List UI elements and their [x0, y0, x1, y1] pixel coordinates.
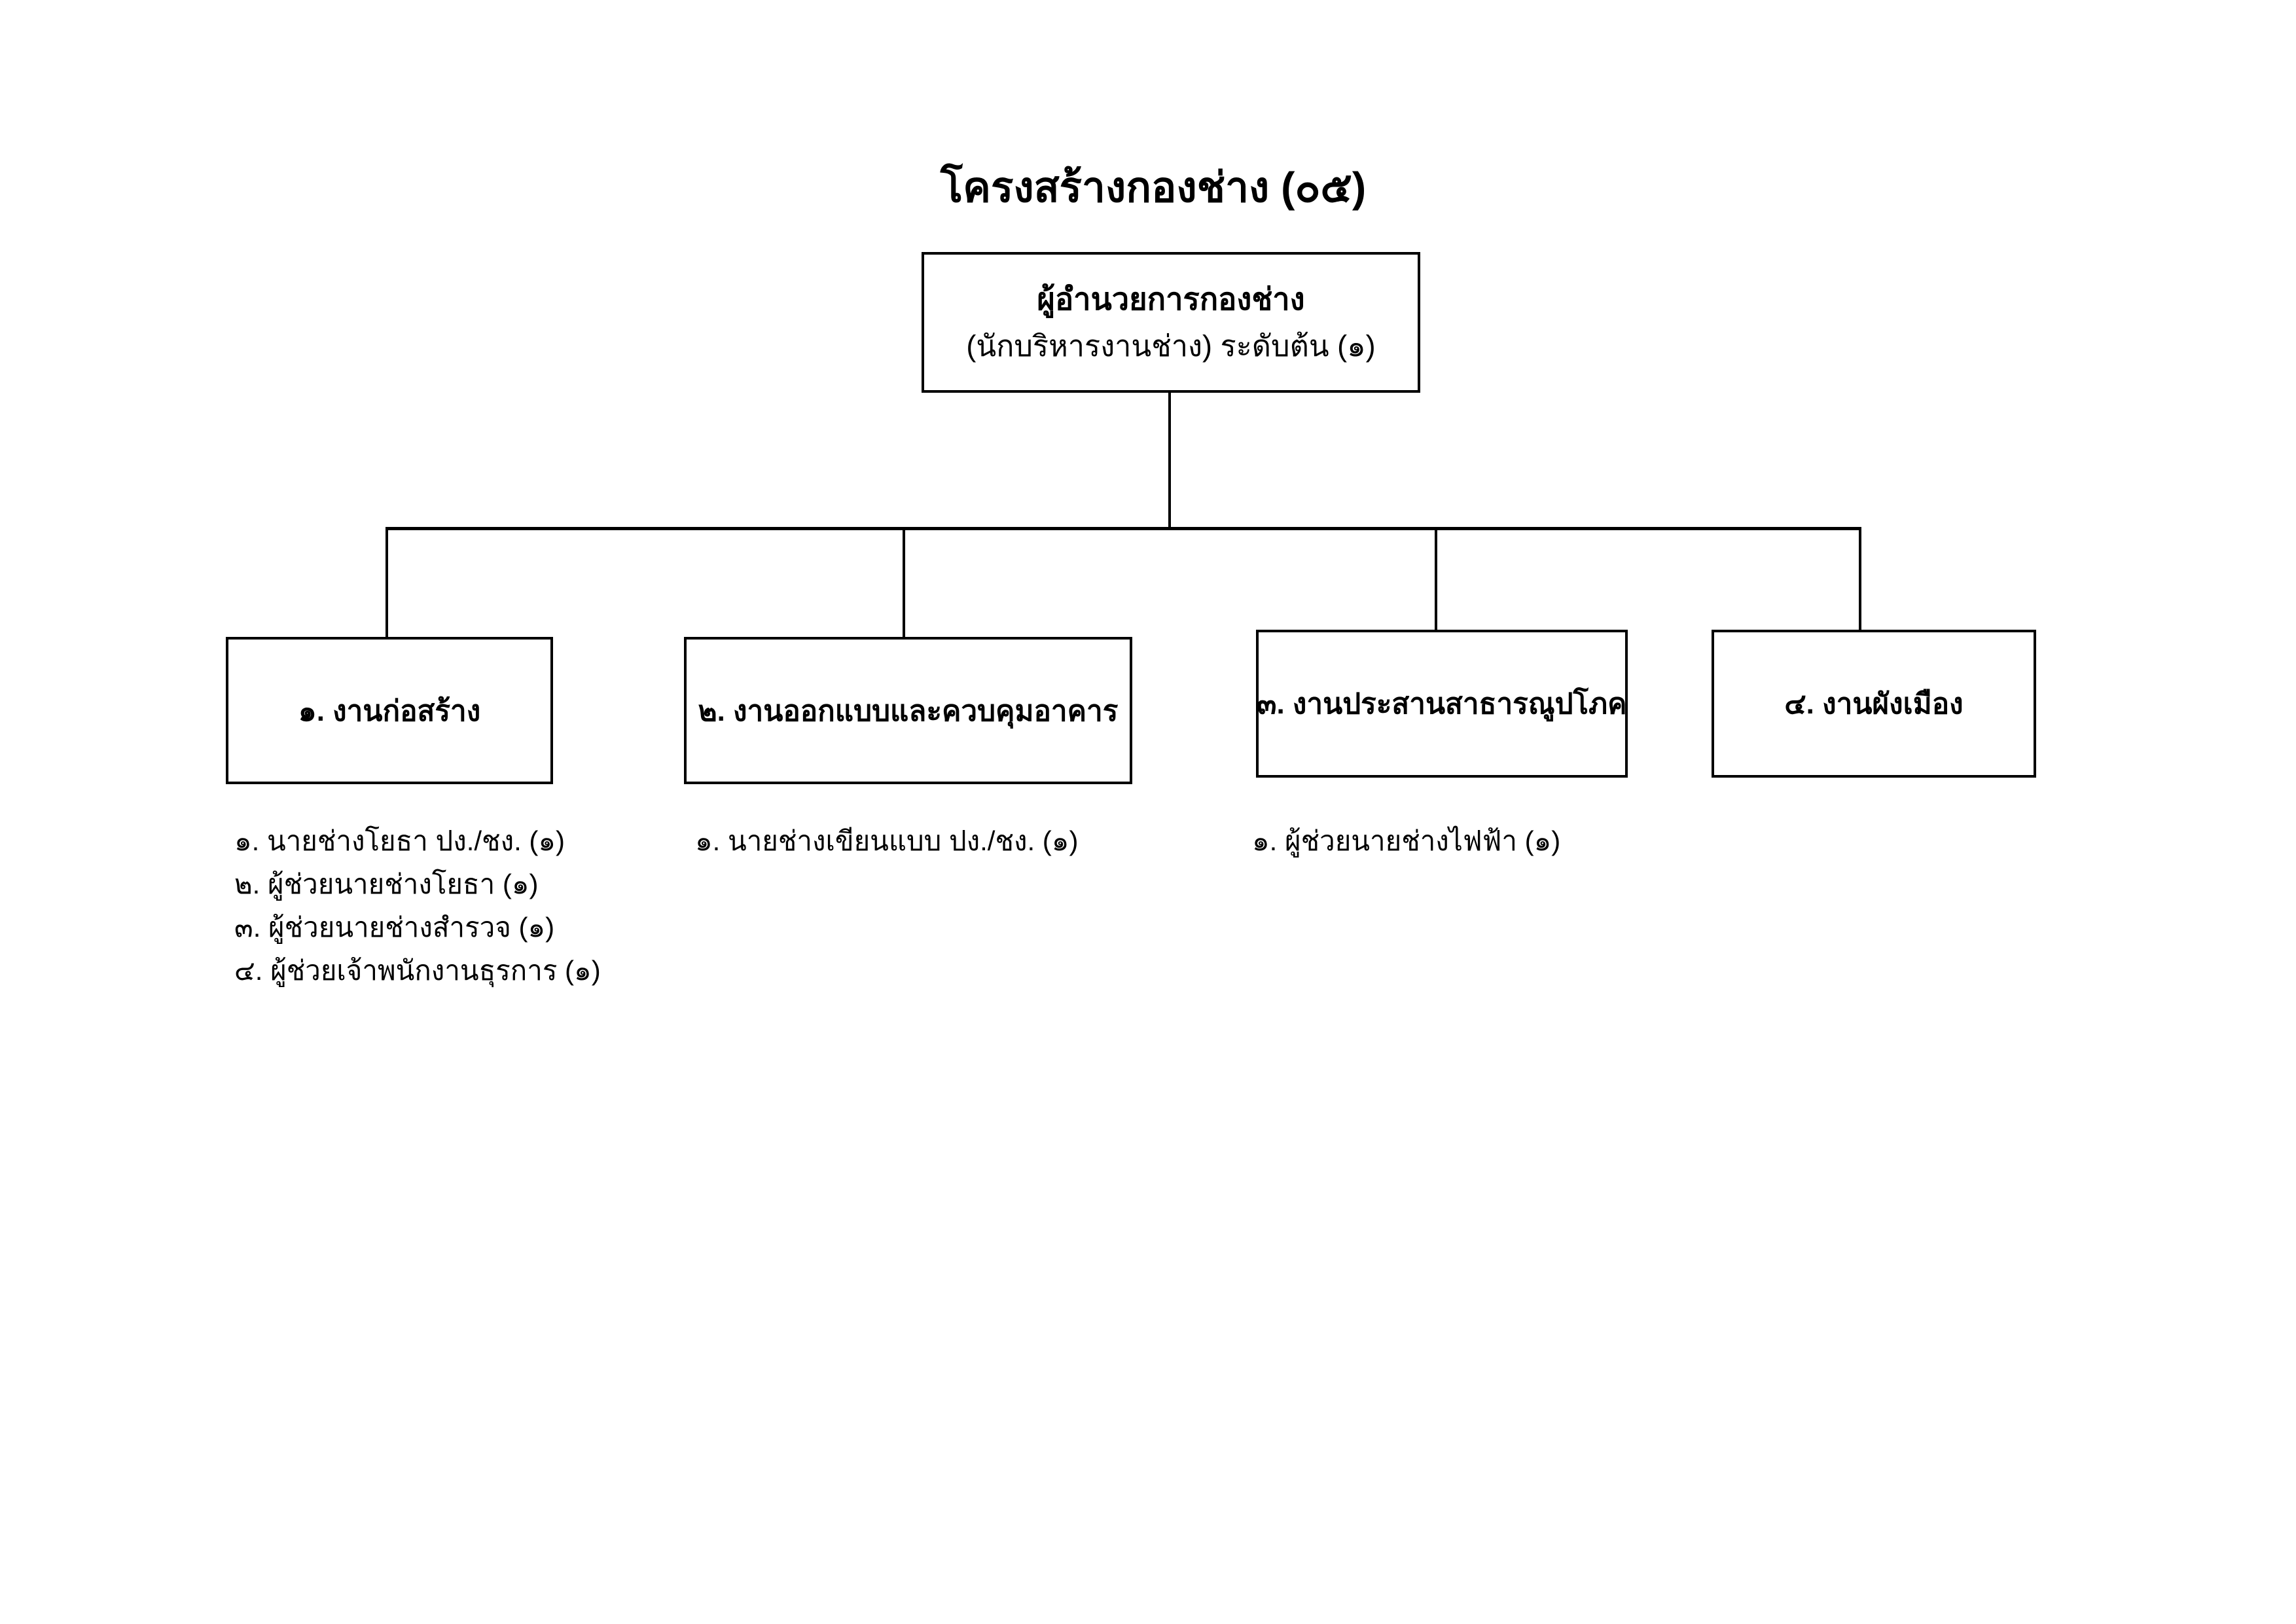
- unit-box-label: ๔. งานผังเมือง: [1784, 688, 1964, 720]
- unit-box-design-building-control: ๒. งานออกแบบและควบคุมอาคาร: [684, 637, 1132, 784]
- staff-list-construction: ๑. นายช่างโยธา ปง./ชง. (๑) ๒. ผู้ช่วยนาย…: [234, 820, 601, 992]
- staff-item: ๔. ผู้ช่วยเจ้าพนักงานธุรการ (๑): [234, 955, 601, 986]
- director-title: ผู้อำนวยการกองช่าง: [1037, 281, 1305, 317]
- unit-box-label: ๑. งานก่อสร้าง: [298, 695, 481, 727]
- unit-box-city-planning: ๔. งานผังเมือง: [1712, 630, 2036, 778]
- director-box: ผู้อำนวยการกองช่าง (นักบริหารงานช่าง) ระ…: [922, 252, 1420, 393]
- page-title: โครงสร้างกองช่าง (๐๕): [940, 164, 1367, 211]
- connector-drop-2: [903, 527, 905, 637]
- staff-list-design-building-control: ๑. นายช่างเขียนแบบ ปง./ชง. (๑): [695, 820, 1078, 863]
- staff-item: ๑. นายช่างโยธา ปง./ชง. (๑): [234, 825, 565, 856]
- connector-drop-3: [1435, 527, 1437, 630]
- unit-box-construction: ๑. งานก่อสร้าง: [226, 637, 553, 784]
- connector-stem: [1168, 393, 1171, 530]
- unit-box-label: ๓. งานประสานสาธารณูปโภค: [1257, 688, 1627, 720]
- staff-item: ๒. ผู้ช่วยนายช่างโยธา (๑): [234, 869, 539, 899]
- connector-rail: [386, 527, 1861, 530]
- staff-item: ๑. ผู้ช่วยนายช่างไฟฟ้า (๑): [1252, 825, 1561, 856]
- connector-drop-1: [386, 527, 388, 637]
- connector-drop-4: [1859, 527, 1861, 630]
- unit-box-label: ๒. งานออกแบบและควบคุมอาคาร: [698, 695, 1119, 727]
- staff-list-utilities-coordination: ๑. ผู้ช่วยนายช่างไฟฟ้า (๑): [1252, 820, 1560, 863]
- staff-item: ๓. ผู้ช่วยนายช่างสำรวจ (๑): [234, 912, 555, 943]
- director-subtitle: (นักบริหารงานช่าง) ระดับต้น (๑): [966, 329, 1376, 363]
- unit-box-utilities-coordination: ๓. งานประสานสาธารณูปโภค: [1256, 630, 1628, 778]
- staff-item: ๑. นายช่างเขียนแบบ ปง./ชง. (๑): [695, 825, 1079, 856]
